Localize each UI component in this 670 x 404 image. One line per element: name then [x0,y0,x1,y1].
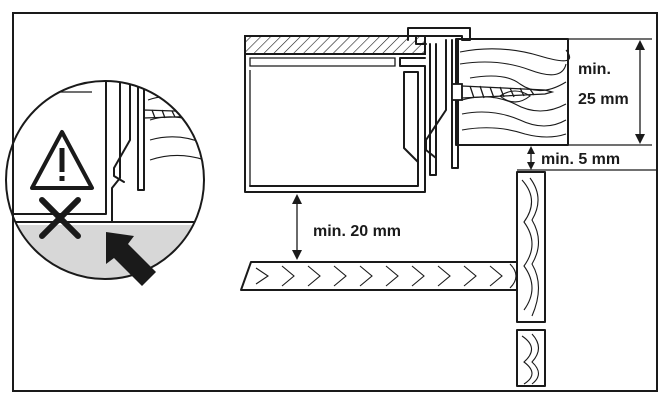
worktop-wood-grain [459,48,571,138]
dimension-gap-to-front: min. 5 mm [517,146,657,171]
gap-below-label: min. 20 mm [313,223,401,240]
detail-magnifier [5,80,205,286]
worktop-cross-section [244,27,571,193]
appliance-inner-wall [249,71,419,187]
appliance-housing [244,53,426,193]
mounting-clip [425,39,447,159]
direction-arrow-icon [106,232,156,286]
warning-triangle-icon [30,130,94,190]
gap-to-front-label: min. 5 mm [541,151,620,168]
bottom-shelf [240,261,518,291]
dimension-side-clearance: min. 25 mm [568,38,652,146]
side-clearance-label-line2: 25 mm [578,91,629,108]
detail-circle-outline [5,80,205,280]
fixing-screw [451,83,555,101]
figure-frame [12,12,658,392]
front-panel [516,171,546,387]
worktop-top-surface [244,35,426,55]
dimension-gap-below: min. 20 mm [292,194,401,260]
side-clearance-label-line1: min. [578,61,611,78]
prohibited-cross-icon [39,197,81,239]
